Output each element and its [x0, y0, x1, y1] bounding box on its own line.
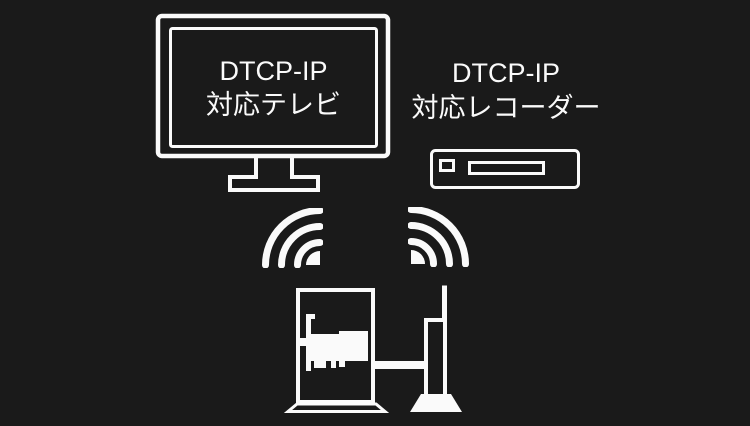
recorder-body	[430, 149, 580, 189]
tv-stand	[228, 158, 320, 192]
antenna-icon	[410, 285, 462, 412]
tv-label: DTCP-IP 対応テレビ	[169, 27, 378, 148]
adapter-enclosure	[283, 288, 390, 413]
tv-label-line1: DTCP-IP	[219, 55, 328, 86]
recorder-label: DTCP-IP 対応レコーダー	[400, 56, 612, 126]
recorder-power-button	[439, 159, 455, 172]
wifi-signal-left-icon	[262, 208, 323, 268]
pci-card-icon	[299, 314, 368, 371]
connector-bar	[371, 361, 427, 369]
recorder-disc-tray	[468, 161, 545, 175]
tv-screen	[169, 27, 378, 148]
tv-icon	[155, 13, 391, 192]
wifi-signal-right-icon	[408, 207, 469, 267]
tv-label-line2: 対応テレビ	[206, 89, 341, 120]
wireless-lan-adapter-icon	[283, 285, 462, 413]
recorder-icon	[430, 149, 580, 189]
tv-outer-frame	[155, 13, 391, 159]
recorder-label-line1: DTCP-IP	[452, 58, 560, 88]
recorder-label-line2: 対応レコーダー	[411, 93, 601, 123]
